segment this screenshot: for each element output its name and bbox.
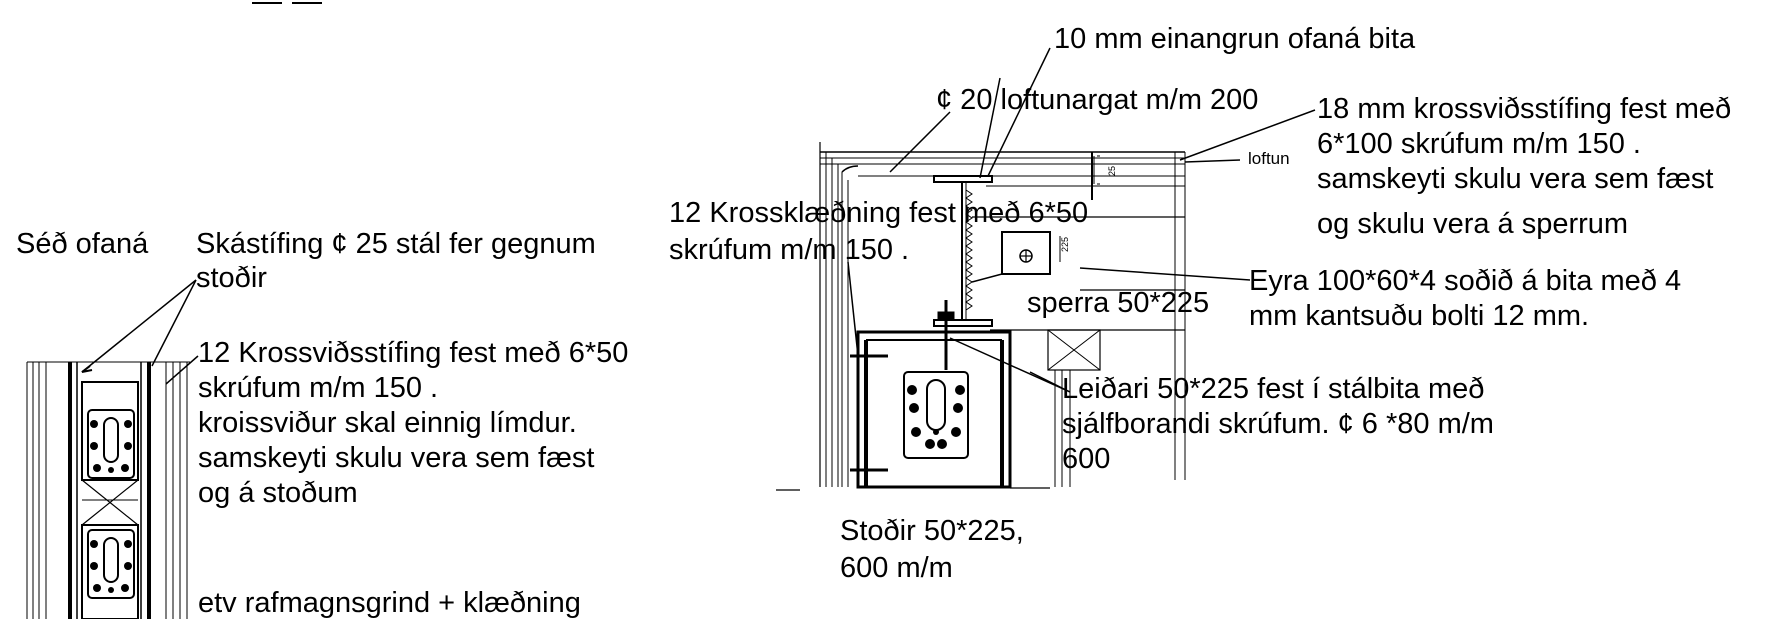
insulation-label: 10 mm einangrun ofaná bita bbox=[1054, 23, 1416, 55]
plywood-stiffening-line4: og skulu vera á sperrum bbox=[1317, 208, 1628, 240]
section-stud-bracket bbox=[903, 371, 969, 459]
rafter-label: sperra 50*225 bbox=[1027, 287, 1209, 319]
section-leaders bbox=[847, 47, 1316, 393]
studs-label-line2: 600 m/m bbox=[840, 552, 953, 584]
plan-bracket-upper bbox=[87, 409, 135, 479]
plywood-stiffening-line1: 18 mm krossviðsstífing fest með bbox=[1317, 93, 1731, 125]
section-bracket-plate bbox=[971, 231, 1051, 283]
runner-label-line1: Leiðari 50*225 fest í stálbita með bbox=[1062, 373, 1484, 405]
bracket-label-line1: Eyra 100*60*4 soðið á bita með 4 bbox=[1249, 265, 1681, 297]
bracket-label-line2: mm kantsuðu bolti 12 mm. bbox=[1249, 300, 1589, 332]
section-dimension-marks bbox=[1059, 152, 1100, 262]
plan-plywood-note-line2: skrúfum m/m 150 . bbox=[198, 372, 438, 404]
plan-plywood-note-line5: og á stoðum bbox=[198, 477, 358, 509]
studs-label-line1: Stoðir 50*225, bbox=[840, 515, 1024, 547]
plywood-stiffening-line3: samskeyti skulu vera sem fæst bbox=[1317, 163, 1713, 195]
plan-plywood-note-line4: samskeyti skulu vera sem fæst bbox=[198, 442, 594, 474]
vent-hole-label: ¢ 20 loftunargat m/m 200 bbox=[936, 84, 1258, 116]
section-stud-frame bbox=[776, 300, 1050, 491]
plan-view-wall bbox=[26, 361, 190, 619]
plan-plywood-note-line3: kroissviður skal einnig límdur. bbox=[198, 407, 577, 439]
section-roof-layers bbox=[819, 142, 1186, 487]
cladding-label-line1: 12 Krossklæðning fest með 6*50 bbox=[669, 197, 1088, 229]
diag-brace-label-line2: stoðir bbox=[196, 262, 267, 294]
diag-brace-label-line1: Skástífing ¢ 25 stál fer gegnum bbox=[196, 228, 596, 260]
plan-bracket-lower bbox=[87, 529, 135, 599]
plywood-stiffening-line2: 6*100 skrúfum m/m 150 . bbox=[1317, 128, 1641, 160]
cladding-label-line2: skrúfum m/m 150 . bbox=[669, 234, 909, 266]
plan-view-title: Séð ofaná bbox=[16, 228, 149, 260]
electrical-note: etv rafmagnsgrind + klæðning bbox=[198, 587, 581, 619]
runner-label-line3: 600 bbox=[1062, 443, 1110, 475]
dimension-225: 225 bbox=[1060, 237, 1070, 252]
runner-label-line2: sjálfborandi skrúfum. ¢ 6 *80 m/m bbox=[1062, 408, 1494, 440]
plan-leaders bbox=[81, 279, 199, 385]
plan-plywood-note-line1: 12 Krossviðsstífing fest með 6*50 bbox=[198, 337, 628, 369]
ventilation-label: loftun bbox=[1248, 149, 1290, 168]
dimension-25: 25 bbox=[1107, 166, 1117, 176]
